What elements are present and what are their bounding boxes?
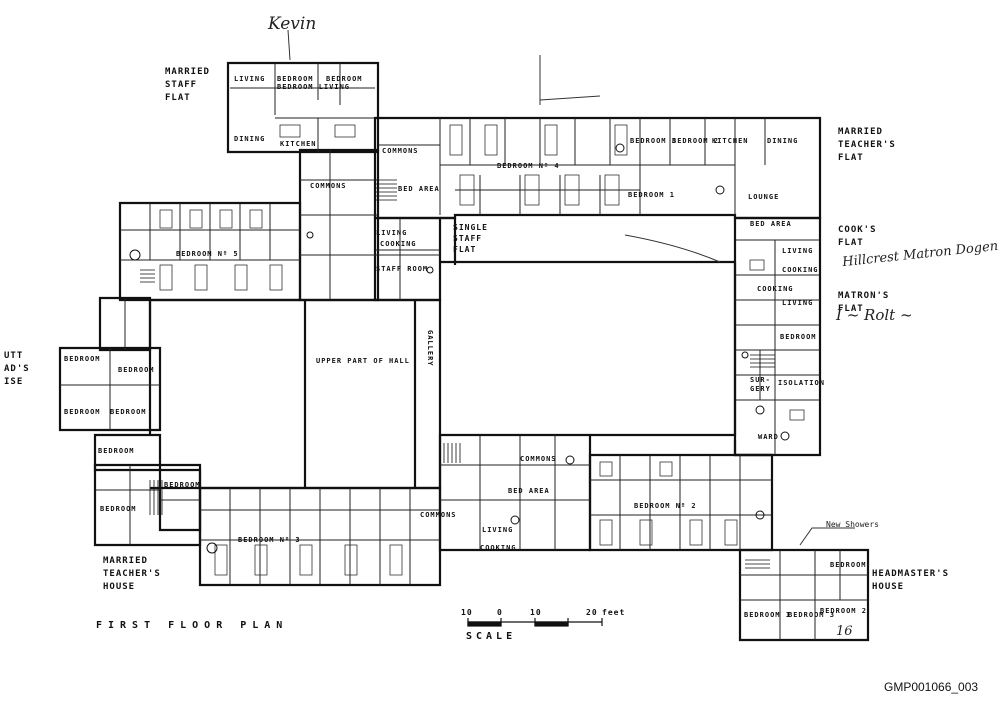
scale-unit: feet xyxy=(602,608,626,617)
room-bedroom-n2: BEDROOM Nº 2 xyxy=(634,502,697,510)
label-cooks-flat: COOK'S FLAT xyxy=(838,225,877,248)
room-bedroom-3: BEDROOM 3 xyxy=(630,137,677,145)
room-bedroom-l4: BEDROOM xyxy=(110,408,147,416)
room-commons-3: COMMONS xyxy=(420,511,457,519)
annotation-matron-note: I ~ Rolt ~ xyxy=(836,306,913,324)
room-bedroom-h1: BEDROOM 1 xyxy=(744,611,791,619)
room-isolation: ISOLATION xyxy=(778,379,825,387)
room-kitchen: KITCHEN xyxy=(280,140,317,148)
room-gallery: GALLERY xyxy=(426,330,434,367)
handwritten-strokes xyxy=(287,29,855,546)
room-bedroom-l1: BEDROOM xyxy=(64,355,101,363)
label-headmasters-house: HEADMASTER'S HOUSE xyxy=(872,569,950,592)
annotation-kevin: Kevin xyxy=(268,14,317,34)
circle-fixtures xyxy=(129,143,790,554)
room-dining-2: DINING xyxy=(767,137,799,145)
room-ward: WARD xyxy=(758,433,779,441)
label-single-staff-flat: SINGLE STAFF FLAT xyxy=(453,223,488,254)
room-bedroom-l3: BEDROOM xyxy=(64,408,101,416)
room-bed-area-3: BED AREA xyxy=(508,487,550,495)
outer-walls xyxy=(58,61,870,642)
room-dining: DINING xyxy=(234,135,266,143)
scale-bar xyxy=(467,618,603,627)
room-cooking-3: COOKING xyxy=(757,285,794,293)
room-upper-hall: UPPER PART OF HALL xyxy=(316,357,410,365)
stairs xyxy=(140,179,775,569)
fixtures xyxy=(159,124,805,576)
scale-tick-1: 0 xyxy=(497,608,503,617)
room-living-2: LIVING xyxy=(782,247,814,255)
room-commons: COMMONS xyxy=(382,147,419,155)
room-bedroom-n5: BEDROOM Nº 5 xyxy=(176,250,239,258)
scale-tick-0: 10 xyxy=(461,608,473,617)
annotation-new-showers: New Showers xyxy=(826,520,879,529)
room-living: LIVING xyxy=(234,75,266,83)
room-bedroom-2: BEDROOM 2 xyxy=(672,137,719,145)
room-bedroom-h3: BEDROOM 3 xyxy=(788,611,835,619)
scale-tick-2: 10 xyxy=(530,608,542,617)
room-bedroom-n3: BEDROOM Nº 3 xyxy=(238,536,301,544)
room-staff-room: STAFF ROOM xyxy=(376,265,429,273)
scale-tick-3: 20 xyxy=(586,608,598,617)
label-cut-left-house: UTT AD'S ISE xyxy=(4,351,30,387)
room-living-4: LIVING xyxy=(782,299,814,307)
scale-label: SCALE xyxy=(466,631,517,642)
label-married-teachers-flat: MARRIED TEACHER'S FLAT xyxy=(838,127,896,163)
room-bedroom-b: BEDROOM xyxy=(326,75,363,83)
room-bedroom-m1: BEDROOM xyxy=(98,447,135,455)
room-bedroom-flat: BEDROOM xyxy=(780,333,817,341)
room-lounge: LOUNGE xyxy=(748,193,780,201)
plan-title: FIRST FLOOR PLAN xyxy=(96,620,289,631)
room-bedroom-4: BEDROOM Nº 4 xyxy=(497,162,560,170)
room-bedroom-h2: BEDROOM 2 xyxy=(820,607,867,615)
room-commons-2: COMMONS xyxy=(310,182,347,190)
room-living-3: LIVING xyxy=(376,229,408,237)
annotation-16: 16 xyxy=(836,624,853,639)
label-married-teachers-house: MARRIED TEACHER'S HOUSE xyxy=(103,556,161,592)
room-bedroom-m2: BEDROOM xyxy=(164,481,201,489)
room-cooking-2: COOKING xyxy=(380,240,417,248)
room-bedroom-1: BEDROOM 1 xyxy=(628,191,675,199)
room-surgery: SUR- GERY xyxy=(750,376,771,393)
room-bedroom-living: BEDROOM LIVING xyxy=(277,83,351,91)
room-bed-area: BED AREA xyxy=(398,185,440,193)
room-bedroom: BEDROOM xyxy=(277,75,314,83)
room-bedroom-m3: BEDROOM xyxy=(100,505,137,513)
room-living-5: LIVING xyxy=(482,526,514,534)
room-commons-4: COMMONS xyxy=(520,455,557,463)
room-cooking: COOKING xyxy=(782,266,819,274)
interior-partitions xyxy=(60,63,868,640)
room-bed-area-2: BED AREA xyxy=(750,220,792,228)
room-bedroom-h4: BEDROOM xyxy=(830,561,867,569)
room-kitchen-2: KITCHEN xyxy=(712,137,749,145)
room-cooking-4: COOKING xyxy=(480,544,517,552)
room-bedroom-l2: BEDROOM xyxy=(118,366,155,374)
label-married-staff-flat: MARRIED STAFF FLAT xyxy=(165,67,210,103)
document-reference: GMP001066_003 xyxy=(884,680,979,694)
label-matrons-flat: MATRON'S FLAT xyxy=(838,291,890,314)
